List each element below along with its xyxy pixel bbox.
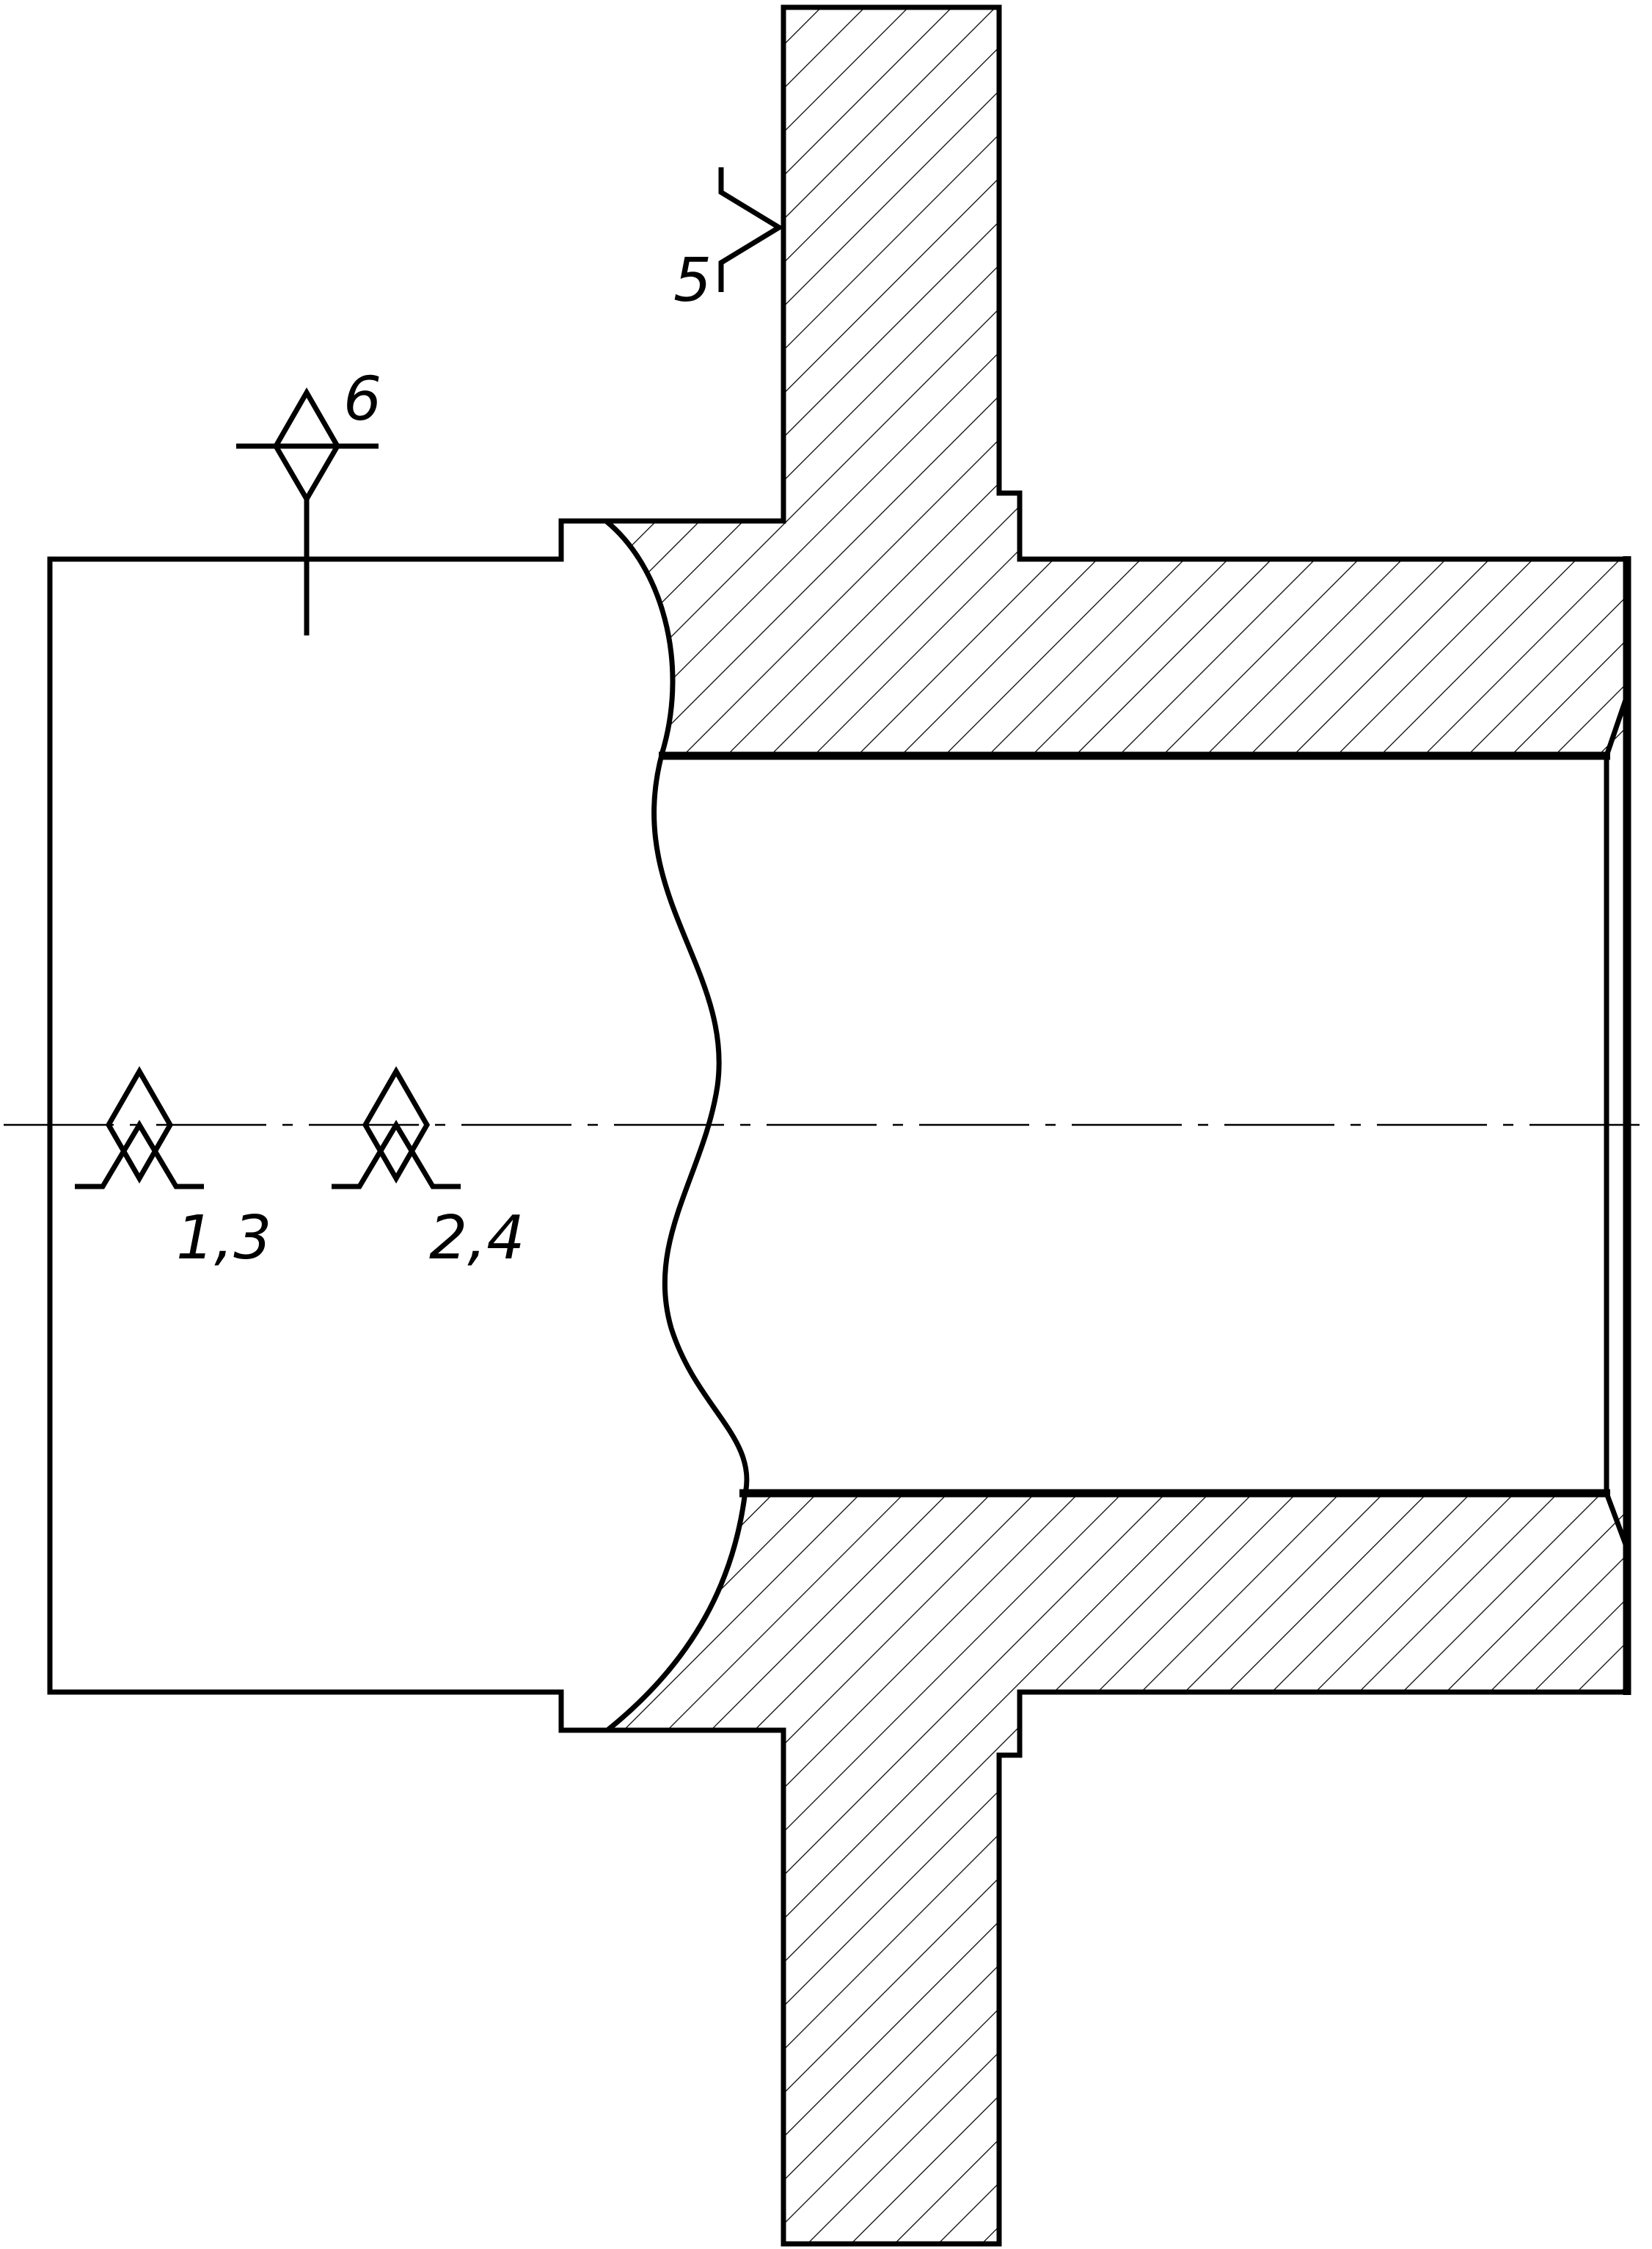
support-datum-base-mid	[332, 1120, 461, 1189]
weld-label: 5	[673, 246, 712, 316]
break-line	[604, 519, 750, 1732]
datum-symbol-mid: 2,4	[332, 1065, 525, 1273]
upper-flange-outline	[606, 4, 1627, 562]
support-datum-icon-left	[105, 1065, 174, 1184]
weld-symbol-icon	[718, 167, 784, 292]
bore-chamfer-top	[1604, 694, 1630, 757]
lower-flange-section	[607, 1497, 1627, 2244]
datum-symbol-top: 6	[236, 365, 381, 635]
upper-flange-section	[606, 7, 1627, 752]
weld-symbol: 5	[673, 167, 784, 316]
support-datum-icon-mid	[362, 1065, 431, 1184]
support-datum-base-left	[75, 1120, 204, 1189]
bore-chamfer-bottom	[1604, 1492, 1630, 1550]
datum-mid-label: 2,4	[429, 1203, 525, 1273]
datum-top-label: 6	[343, 365, 381, 434]
section-hatching	[606, 7, 1627, 2244]
lower-flange-outline	[607, 1689, 1627, 2247]
datum-left-label: 1,3	[176, 1203, 271, 1273]
datum-symbol-left: 1,3	[75, 1065, 271, 1273]
